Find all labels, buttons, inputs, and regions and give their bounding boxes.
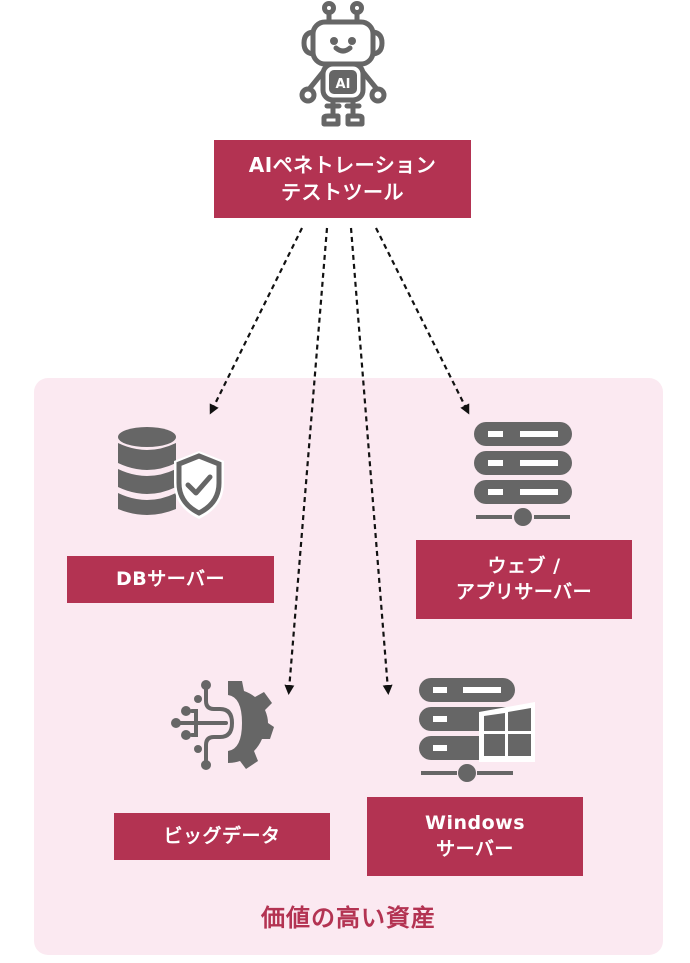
arrow-to-big-data [284,227,329,695]
ai-badge-text: AI [336,77,351,92]
arrow-to-db-server [209,227,303,415]
arrow-to-windows-server [349,227,393,695]
arrow-to-web-app-server [375,227,470,415]
assets-panel-title: 価値の高い資産 [261,904,436,932]
windows-server-icon [419,678,535,782]
web-app-server-label: ウェブ / アプリサーバー [416,540,632,619]
database-shield-icon [118,427,224,519]
windows-server-label-line2: サーバー [436,837,514,860]
db-server-label-text: DBサーバー [115,567,226,590]
windows-server-label-line1: Windows [424,811,525,834]
tool-label-line2: テストツール [281,180,404,204]
web-app-server-label-line1: ウェブ / [487,554,561,577]
big-data-label: ビッグデータ [114,813,330,860]
ai-robot-icon: AI [299,1,387,127]
tool-label-line1: AIペネトレーション [248,153,437,177]
ai-pentest-tool-label: AIペネトレーション テストツール [214,140,471,218]
big-data-label-text: ビッグデータ [163,824,281,847]
windows-server-label: Windows サーバー [367,797,583,876]
web-app-server-label-line2: アプリサーバー [455,580,593,603]
db-server-label: DBサーバー [67,556,274,603]
server-network-icon [474,422,572,526]
gear-circuit-icon [171,680,274,770]
